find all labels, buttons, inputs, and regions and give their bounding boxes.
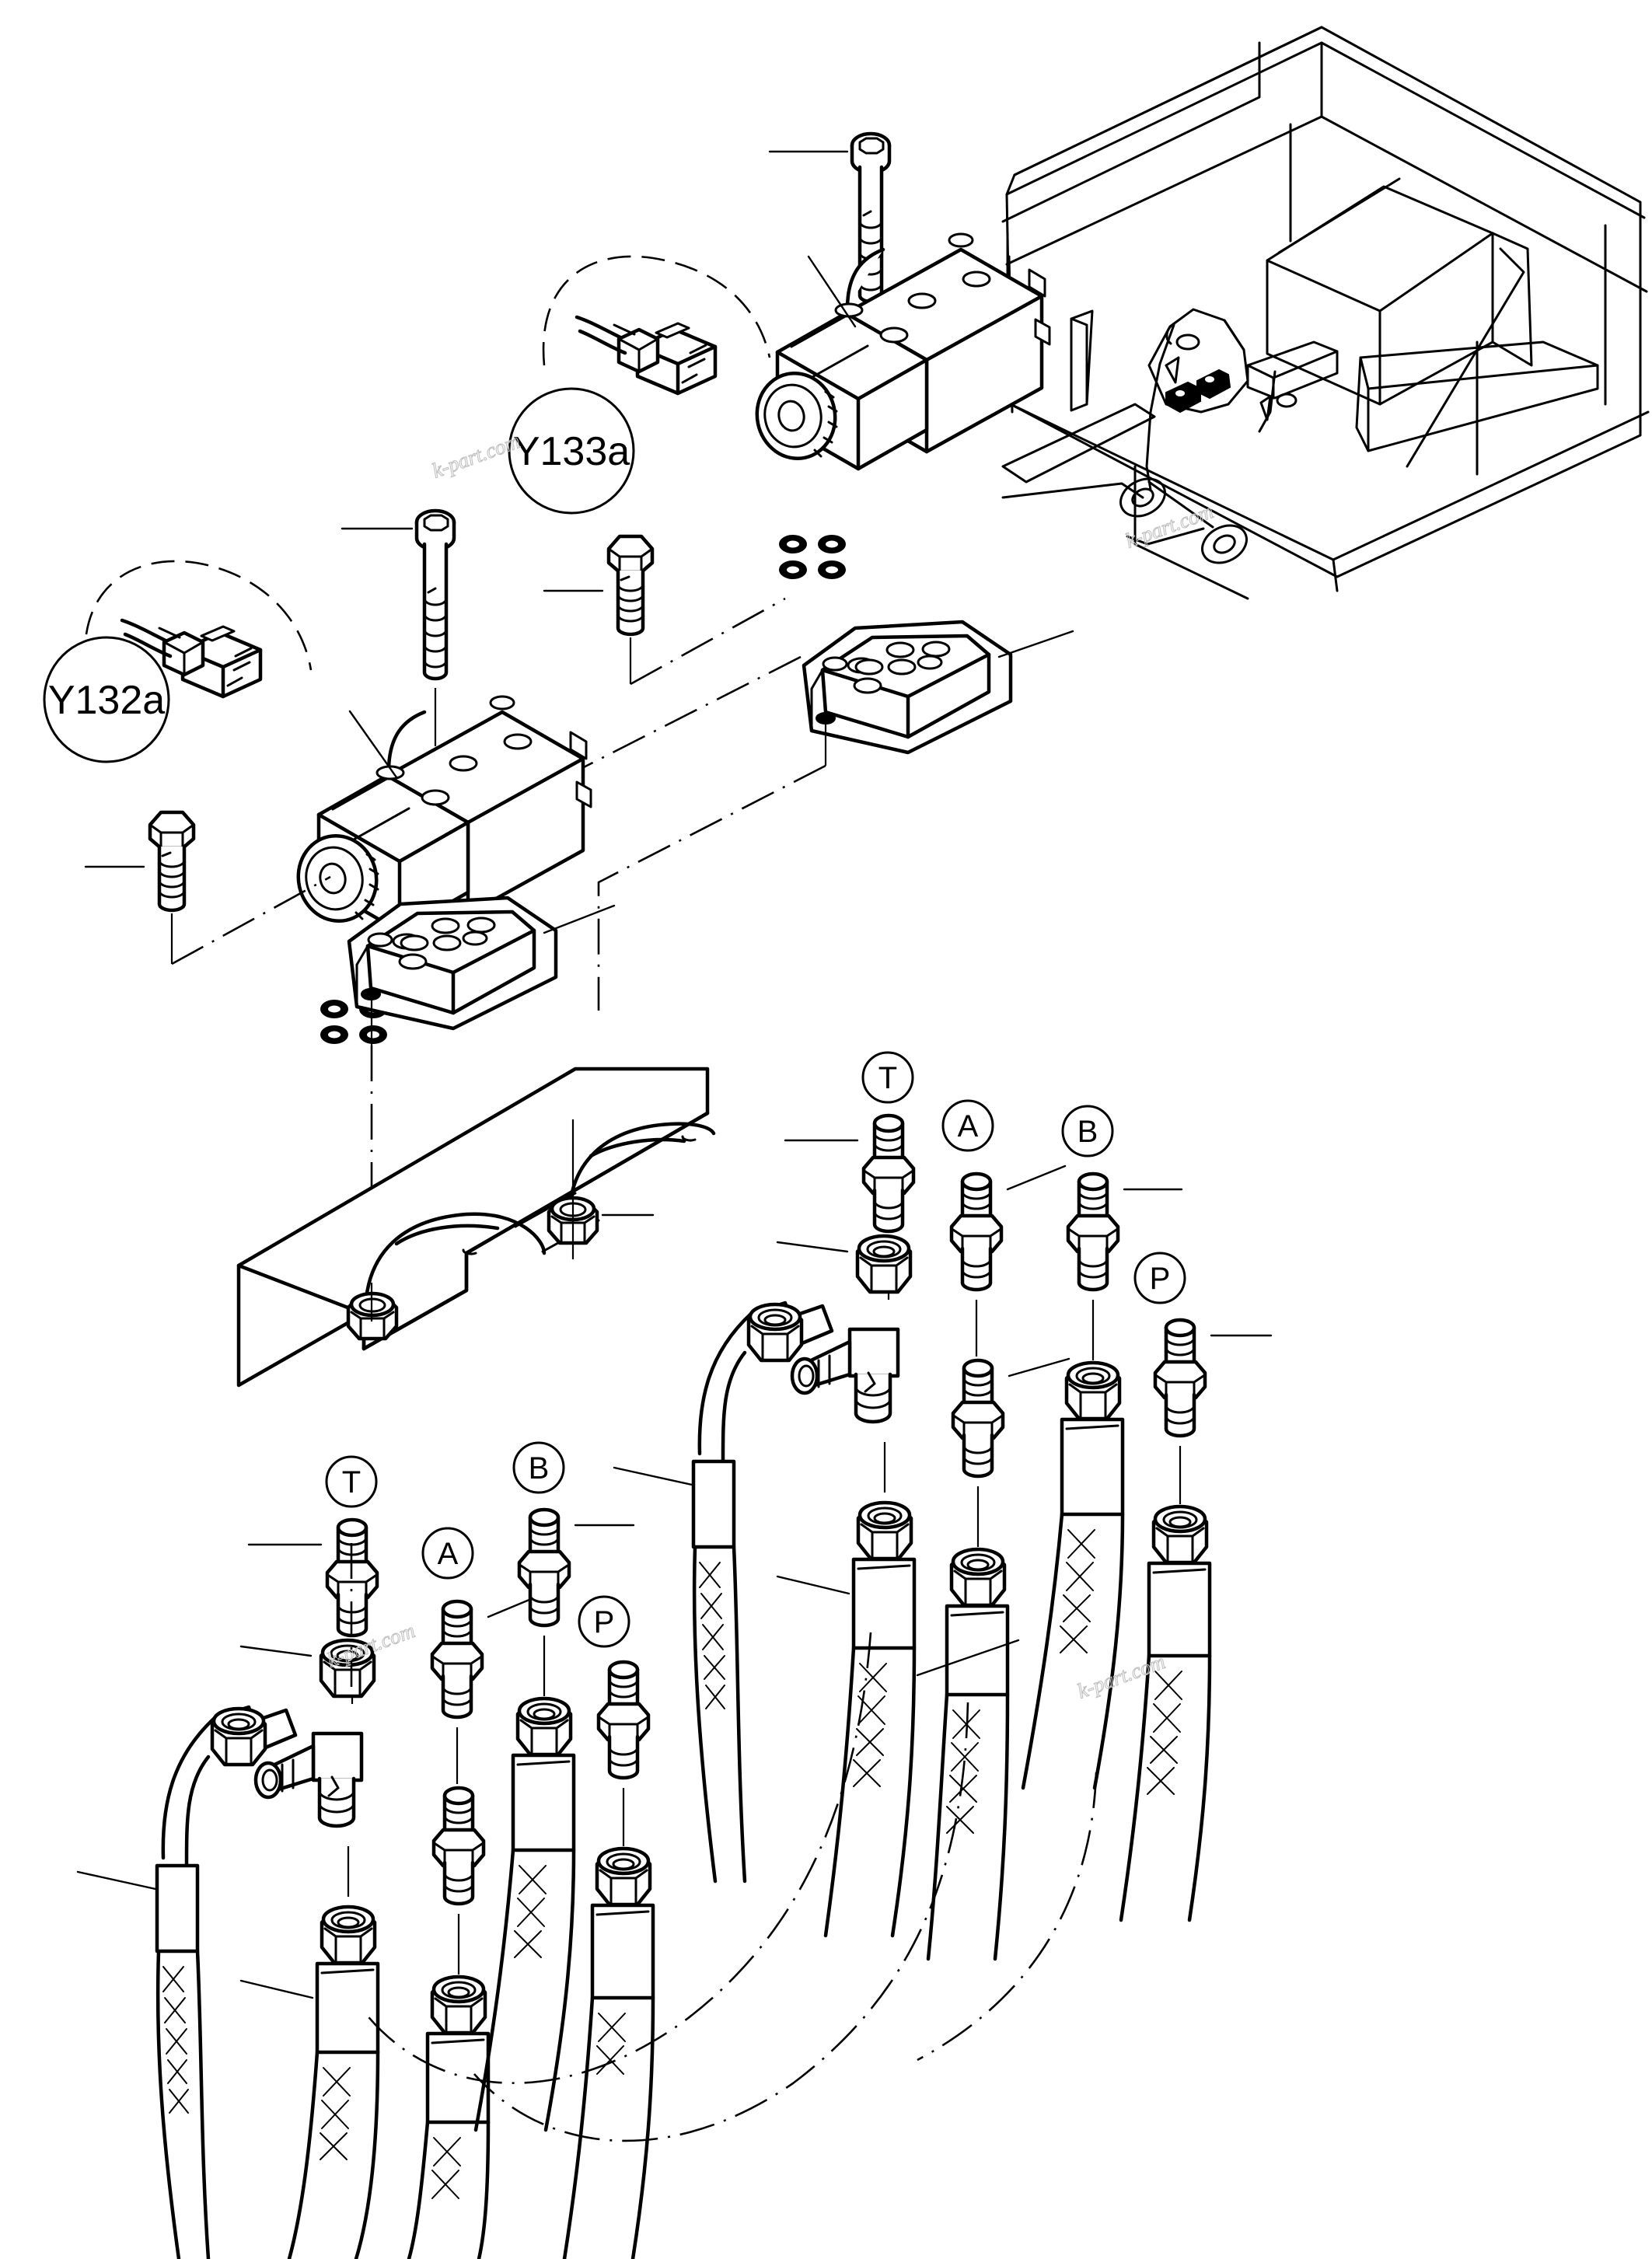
callout-y133a-label: Y133a <box>513 429 630 474</box>
braided-hydraulic-hose-lower-1 <box>287 1907 380 2259</box>
hose-swivel-hex-nut-tee-upper <box>857 1236 910 1292</box>
port-label-p-lower: P <box>578 1595 630 1648</box>
watermark-text: k-part.com <box>1074 1650 1168 1702</box>
port-label-t-upper: T <box>861 1051 914 1104</box>
machine-chassis-isometric-view <box>1001 26 1650 600</box>
braided-hydraulic-hose-lower-4 <box>562 1849 655 2259</box>
leader-line <box>239 1645 313 1657</box>
leader-line <box>1008 1357 1070 1377</box>
port-label-a-lower: A <box>421 1527 474 1580</box>
flat-mounting-bracket-plate <box>236 1067 716 1388</box>
ninety-degree-elbow-hose-upper <box>691 1301 834 1884</box>
braided-hydraulic-hose-upper-1 <box>823 1503 917 1938</box>
callout-y132a: Y132a <box>43 636 170 763</box>
hex-head-bolt-lower <box>150 812 194 910</box>
assembly-path <box>597 764 826 1011</box>
port-label-text: A <box>438 1537 459 1571</box>
o-ring-seal <box>320 1025 348 1044</box>
valve-manifold-block-lower <box>349 898 556 1028</box>
port-label-b-upper: B <box>1061 1105 1114 1157</box>
port-label-text: A <box>958 1109 979 1143</box>
electrical-connector-upper <box>577 317 715 393</box>
solenoid-valve-upper <box>749 234 1050 469</box>
valve-location-marker <box>1165 368 1231 414</box>
leader-line <box>776 1241 849 1253</box>
leader-line <box>776 1575 850 1595</box>
leader-line <box>1006 1164 1067 1191</box>
port-label-text: T <box>342 1465 361 1500</box>
adapter-fitting-upper-p <box>1155 1320 1205 1436</box>
leader-line <box>76 1870 157 1891</box>
hydraulic-tee-fitting-lower <box>256 1734 361 1826</box>
braided-hydraulic-hose-upper-3 <box>1021 1363 1125 1790</box>
connector-route-dashed <box>83 560 313 671</box>
adapter-fitting-upper-a-top <box>952 1174 1001 1290</box>
port-label-b-lower: B <box>512 1441 565 1494</box>
adapter-fitting-lower-p <box>599 1662 648 1778</box>
port-label-text: P <box>1150 1262 1171 1296</box>
adapter-fitting-lower-b <box>519 1510 569 1625</box>
hex-head-bolt-upper <box>609 536 652 634</box>
leader-line <box>807 255 857 328</box>
port-label-t-lower: T <box>325 1455 378 1508</box>
o-ring-seal <box>818 535 846 553</box>
braided-hydraulic-hose-upper-2 <box>926 1549 1010 1961</box>
port-label-p-upper: P <box>1133 1252 1186 1304</box>
callout-y132a-label: Y132a <box>48 678 165 723</box>
port-label-text: P <box>594 1605 615 1639</box>
hose-swivel-hex-nut-elbow-lower <box>212 1709 265 1765</box>
leader-line <box>997 630 1074 658</box>
port-label-text: B <box>1077 1115 1098 1149</box>
adapter-fitting-upper-a-bottom <box>953 1360 1003 1476</box>
braided-hydraulic-hose-lower-2 <box>407 1977 491 2259</box>
braided-hydraulic-hose-upper-4 <box>1119 1507 1212 1922</box>
adapter-fitting-upper-b <box>1068 1174 1118 1290</box>
leader-line <box>239 1979 314 1999</box>
assembly-path <box>630 597 786 686</box>
leader-line <box>916 1639 1020 1677</box>
adapter-fitting-lower-a-bottom <box>434 1788 484 1904</box>
watermark-text: k-part.com <box>429 429 523 482</box>
port-label-text: B <box>529 1451 550 1486</box>
o-ring-seal <box>818 560 846 579</box>
hose-routing-reference-curves <box>350 1543 1098 2142</box>
ninety-degree-elbow-hose-lower <box>155 1705 298 2259</box>
hydraulic-tee-fitting-upper <box>792 1329 898 1422</box>
port-label-a-upper: A <box>941 1099 994 1152</box>
callout-y133a: Y133a <box>508 387 635 515</box>
adapter-fitting-upper-t <box>864 1116 913 1231</box>
socket-head-cap-screw-lower <box>417 511 454 679</box>
port-label-group-lower: T A B P <box>325 1441 630 1648</box>
port-label-text: T <box>878 1061 897 1095</box>
o-ring-group-upper <box>779 535 846 579</box>
leader-line <box>348 710 398 779</box>
hose-swivel-hex-nut-elbow-upper <box>749 1304 802 1360</box>
o-ring-seal <box>359 1025 387 1044</box>
port-label-group-upper: T A B P <box>861 1051 1186 1304</box>
assembly-path <box>171 875 331 965</box>
braided-hydraulic-hose-lower-3 <box>473 1699 576 2132</box>
valve-manifold-block-upper <box>804 622 1011 752</box>
connector-route-dashed <box>542 255 771 366</box>
o-ring-seal <box>320 1000 348 1018</box>
leader-line <box>543 904 616 934</box>
adapter-fitting-lower-a-top <box>432 1601 482 1717</box>
o-ring-seal <box>779 535 807 553</box>
assembly-path <box>578 655 802 771</box>
solenoid-valve-lower <box>291 697 591 931</box>
o-ring-seal <box>779 560 807 579</box>
leader-line <box>613 1466 693 1486</box>
